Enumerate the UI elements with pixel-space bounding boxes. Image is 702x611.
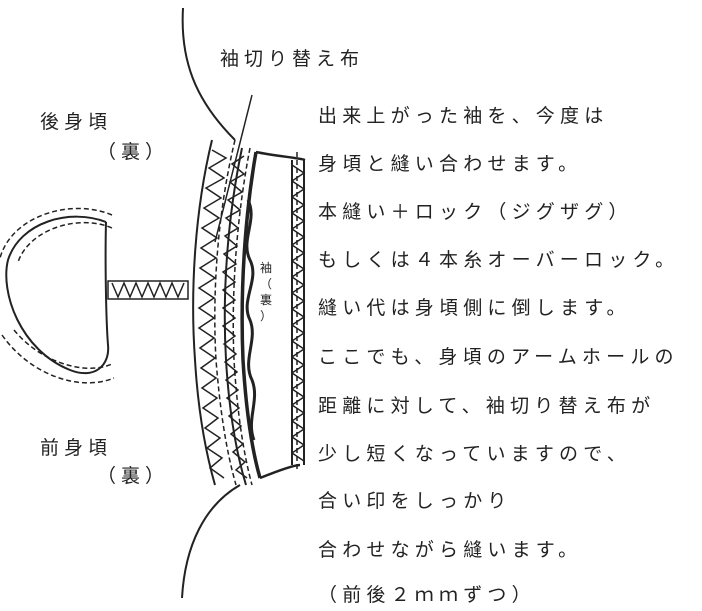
cuff-stitch-inner-lower bbox=[13, 329, 113, 369]
sleeve-top-edge bbox=[255, 150, 306, 162]
cuff-opening bbox=[5, 215, 110, 375]
instruction-line: もしくは４本糸オーバーロック。 bbox=[318, 249, 680, 271]
instruction-line: 出来上がった袖を、今度は bbox=[318, 105, 609, 127]
connector-zigzag bbox=[111, 281, 185, 299]
switching-fabric-stitch bbox=[232, 147, 253, 486]
seam-band-inner-line bbox=[214, 139, 237, 486]
sleeve-label-char: 袖 bbox=[259, 261, 272, 275]
switching-fabric-edge bbox=[223, 147, 247, 486]
switching-fabric-zigzag bbox=[221, 155, 248, 479]
seam-band-zigzag-left bbox=[197, 149, 228, 479]
front-bodice-label: 前身頃 bbox=[40, 437, 113, 459]
front-bodice-side-label: （裏） bbox=[97, 465, 170, 487]
bodice-armhole-top bbox=[181, 7, 236, 141]
sleeve-bottom-edge bbox=[259, 463, 301, 480]
bodice-armhole-bottom bbox=[181, 484, 241, 599]
sleeve-wavy-line bbox=[245, 199, 257, 441]
sleeve-label: 袖 （ 裏 ） bbox=[256, 260, 276, 324]
instruction-line: 本縫い＋ロック（ジグザグ） bbox=[318, 201, 633, 223]
cuff-stitch-outer-lower bbox=[1, 334, 115, 384]
instruction-line: 合い印をしっかり bbox=[318, 490, 512, 512]
instruction-line: 身頃と縫い合わせます。 bbox=[318, 153, 583, 175]
back-bodice-side-label: （裏） bbox=[97, 141, 170, 163]
cuff-stitch-outer bbox=[0, 207, 113, 259]
sleeve-label-char: 裏 bbox=[259, 293, 272, 307]
instruction-line: 少し短くなっていますので、 bbox=[318, 443, 631, 465]
instruction-line: （前後２ｍｍずつ） bbox=[318, 584, 536, 606]
sleeve-right-zigzag bbox=[290, 164, 306, 462]
connector-strip bbox=[107, 280, 189, 300]
sleeve-label-char: （ bbox=[259, 277, 272, 291]
switching-fabric-label: 袖切り替え布 bbox=[220, 48, 365, 70]
instruction-line: 合わせながら縫います。 bbox=[318, 539, 583, 561]
cuff-stitch-inner bbox=[17, 221, 113, 263]
back-bodice-label: 後身頃 bbox=[40, 111, 113, 133]
seam-band-outer bbox=[192, 139, 216, 486]
instruction-line: 距離に対して、袖切り替え布が bbox=[318, 395, 656, 417]
instruction-line: 縫い代は身頃側に倒します。 bbox=[318, 297, 631, 319]
instruction-line: ここでも、身頃のアームホールの bbox=[318, 346, 679, 368]
label-pointer-line bbox=[214, 94, 253, 243]
sleeve-label-char: ） bbox=[259, 309, 272, 323]
